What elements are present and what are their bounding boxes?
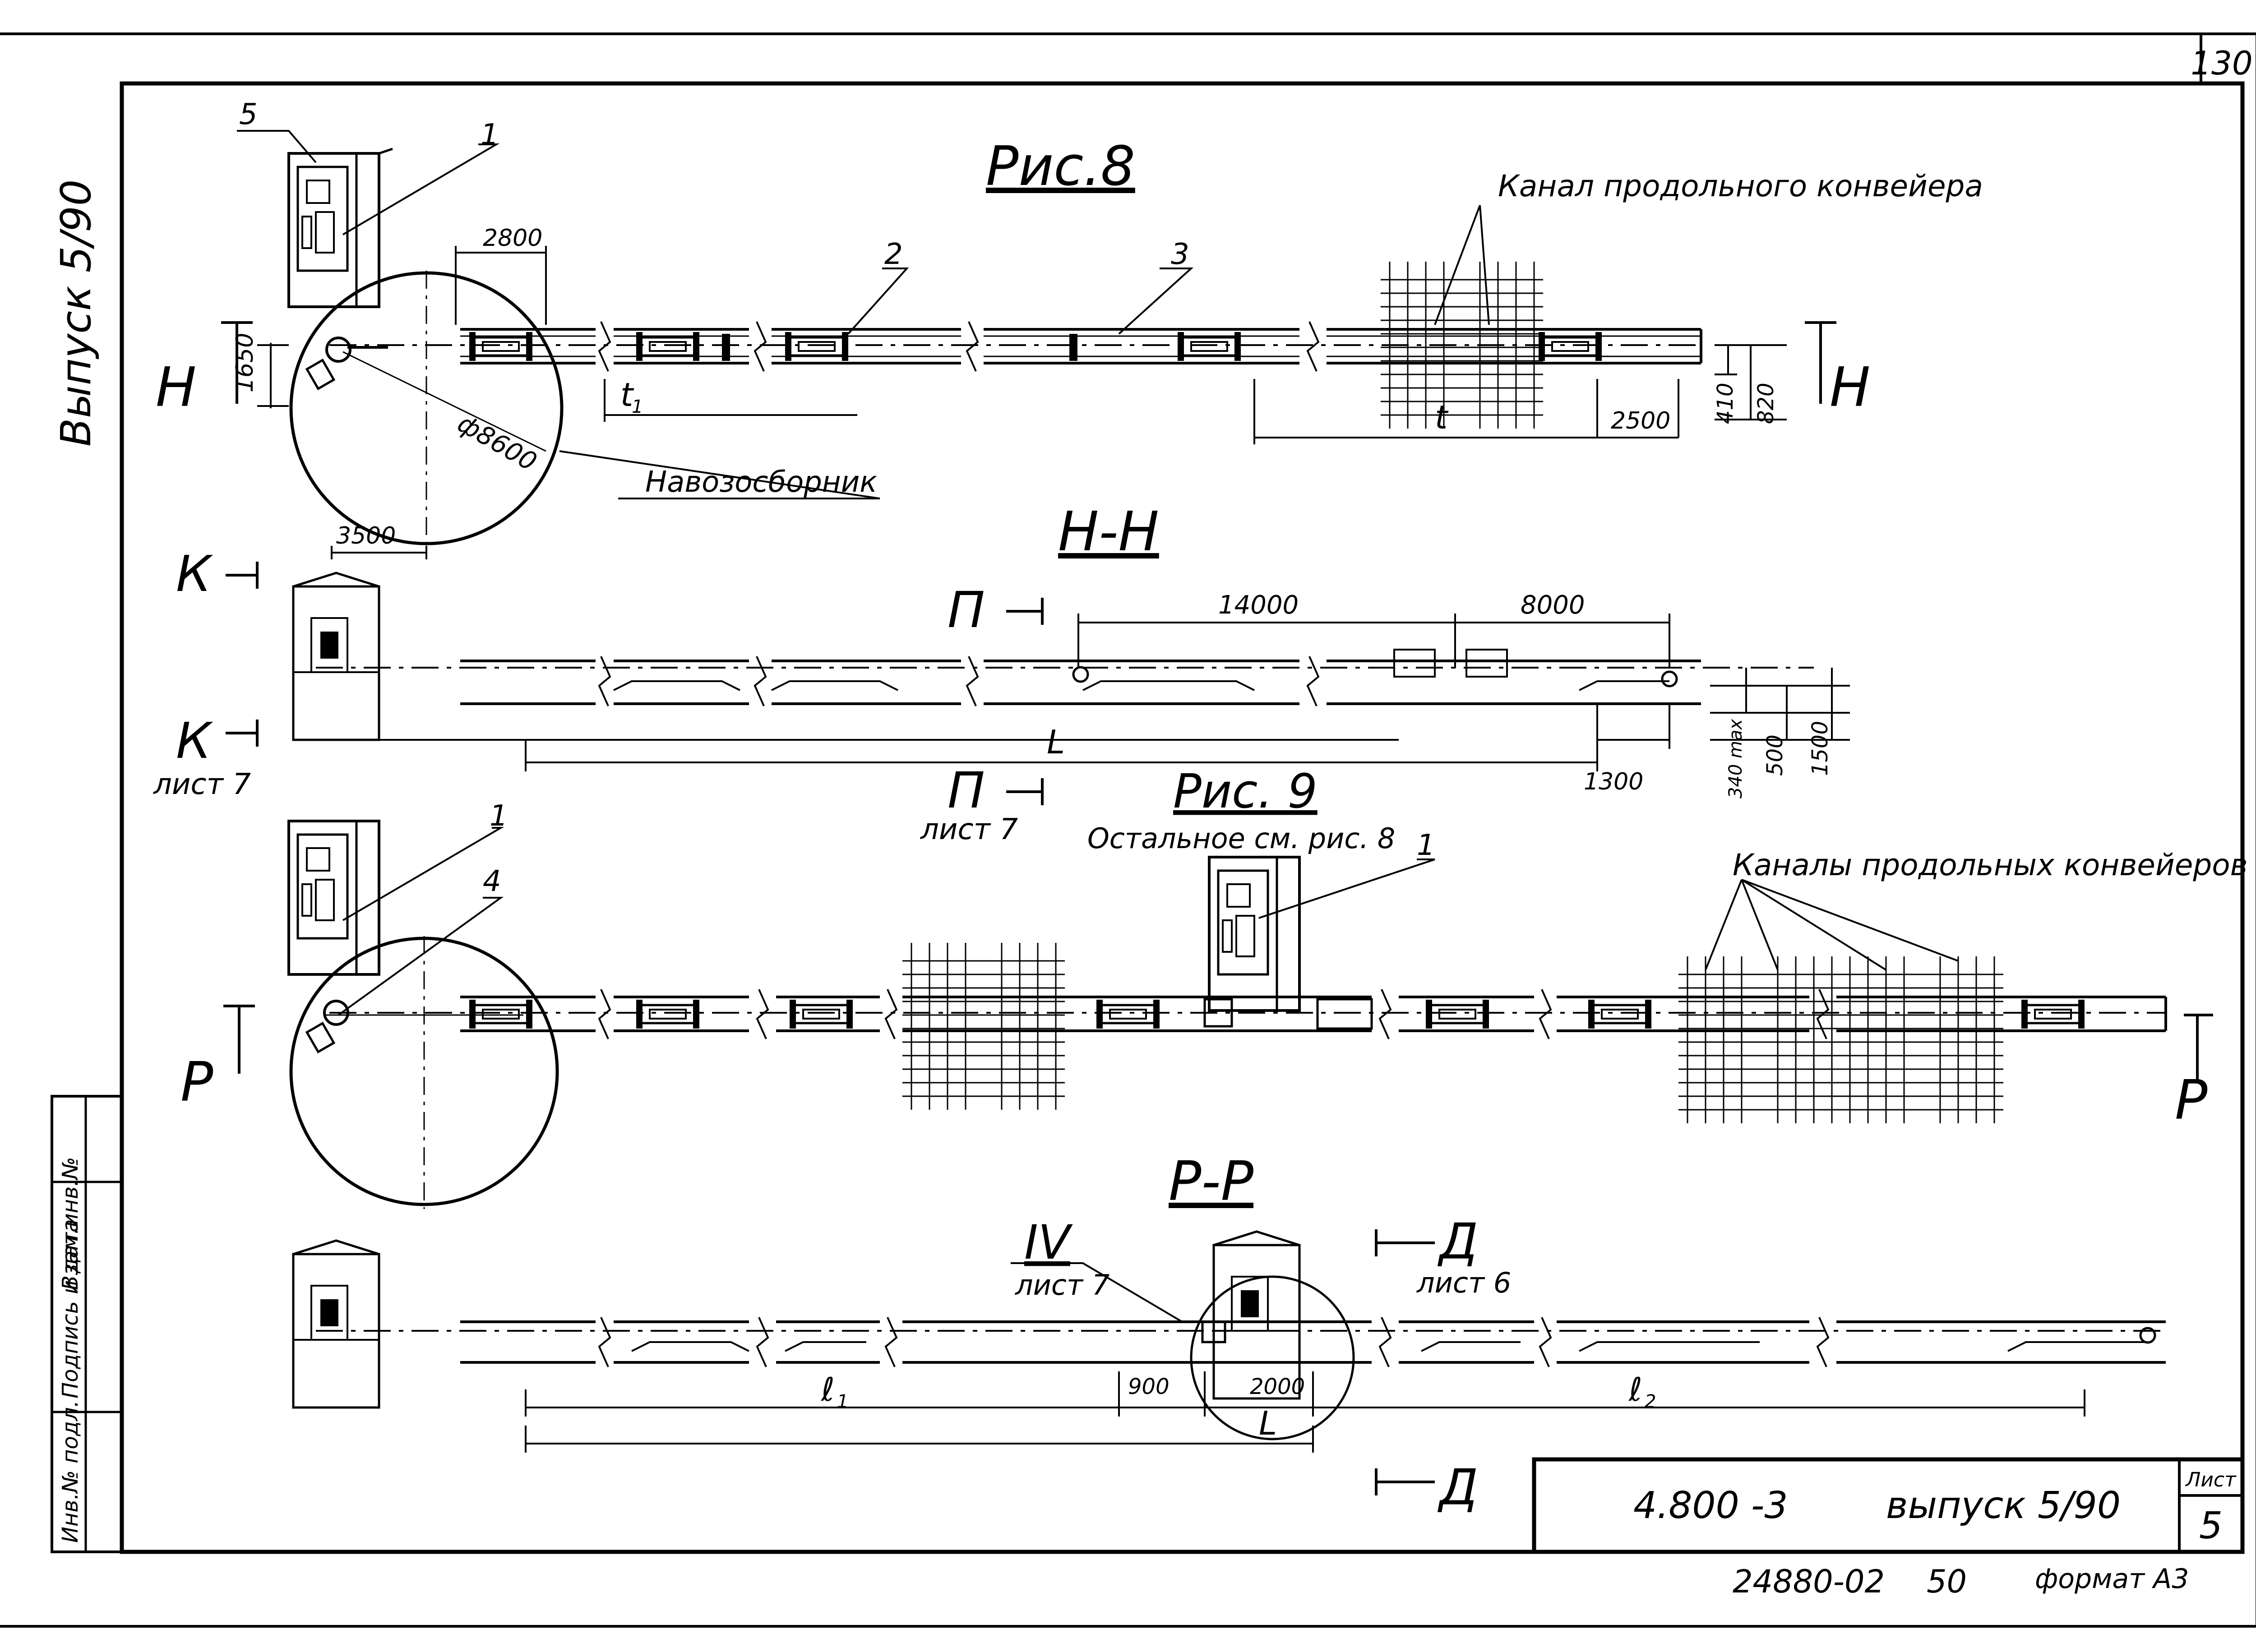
section-hh-cut-p-top: П [948, 581, 985, 639]
section-hh-cut-p-bottom: П [948, 761, 985, 819]
section-hh-dim-L: L [1047, 723, 1065, 761]
fig8-canal-label: Канал продольного конвейера [1498, 169, 1983, 203]
section-pp-title: Р-Р [1169, 1150, 1254, 1213]
title-block [1532, 1457, 2245, 1554]
section-pp-ref-d: лист 6 [1416, 1266, 1511, 1299]
fig9-title: Рис. 9 [1173, 764, 1318, 819]
section-hh-elevation [226, 562, 1850, 805]
fig8-dim-t1-sub: 1 [632, 397, 643, 417]
fig8-dim-3500: 3500 [336, 522, 396, 549]
section-pp-dim-L: L [1259, 1404, 1277, 1442]
stamp-signature-date: Подпись и дата [58, 1219, 83, 1398]
fig9-plan [223, 821, 2213, 1209]
fig8-dim-410: 410 [1713, 383, 1738, 424]
section-pp-cut-d-bottom: Д [1437, 1458, 1478, 1516]
section-pp-cut-d-top: Д [1437, 1213, 1478, 1270]
section-hh-dim-8000: 8000 [1521, 591, 1585, 620]
section-pp-dim-2000: 2000 [1250, 1374, 1305, 1399]
section-pp-detail: IV [1024, 1215, 1073, 1270]
section-pp-dim-l2: ℓ [1628, 1371, 1642, 1408]
fig8-title: Рис.8 [986, 135, 1135, 198]
section-pp-dim-l1: ℓ [820, 1371, 835, 1408]
fig9-section-mark-right: Р [2175, 1069, 2208, 1132]
fig8-dim-820: 820 [1753, 383, 1779, 424]
section-hh-dim-500: 500 [1762, 734, 1788, 776]
fig9-section-mark-left: Р [180, 1051, 213, 1114]
fig8-dim-2500: 2500 [1611, 407, 1670, 434]
title-stamp-number: 24880-02 [1733, 1563, 1885, 1600]
sheet-frame [0, 32, 2256, 1628]
section-pp-dim-900: 900 [1128, 1374, 1170, 1399]
section-hh-ref-k: лист 7 [153, 768, 251, 801]
title-stamp-value: 50 [1927, 1563, 1967, 1600]
fig9-canals-label: Каналы продольных конвейеров [1733, 848, 2248, 882]
fig8-dim-2800: 2800 [483, 225, 542, 252]
section-hh-cut-k-bottom: К [176, 712, 213, 770]
section-hh-dim-340max: 340 max [1725, 719, 1746, 798]
fig8-section-mark-right: Н [1830, 356, 1870, 419]
fig8-dim-1650: 1650 [231, 333, 259, 392]
fig9-callout-4: 4 [483, 865, 501, 898]
section-pp-elevation [293, 1229, 2166, 1495]
section-hh-dim-1500: 1500 [1808, 721, 1833, 776]
fig8-collector-label: Навозосборник [645, 466, 877, 499]
section-hh-cut-k-top: К [176, 545, 213, 603]
fig9-note: Остальное см. рис. 8 [1087, 822, 1395, 855]
section-pp-dim-l1-sub: 1 [837, 1391, 848, 1412]
section-hh-dim-14000: 14000 [1218, 591, 1299, 620]
fig8-section-mark-left: Н [156, 356, 196, 419]
fig8-callout-2: 2 [884, 238, 903, 271]
fig8-callout-5: 5 [239, 98, 258, 131]
fig9-callout-1: 1 [490, 799, 508, 833]
stamp-replace-inv-no: Взам.инв.№ [58, 1157, 83, 1290]
fig8-callout-1: 1 [481, 118, 499, 152]
title-format: формат А3 [2035, 1563, 2189, 1595]
fig8-plan [221, 130, 1836, 559]
stamp-inv-no: Инв.№ подл. [58, 1400, 83, 1543]
series-vertical: Выпуск 5/90 [52, 180, 100, 447]
title-series: выпуск 5/90 [1886, 1484, 2121, 1527]
section-pp-dim-l2-sub: 2 [1645, 1391, 1656, 1412]
fig8-callout-3: 3 [1171, 238, 1189, 271]
title-code: 4.800 -3 [1633, 1484, 1788, 1527]
side-stamp [51, 1095, 123, 1553]
section-pp-detail-ref: лист 7 [1015, 1269, 1110, 1301]
section-hh-title: Н-Н [1058, 501, 1159, 563]
section-hh-ref-p: лист 7 [920, 813, 1018, 846]
title-sheet-number: 5 [2199, 1504, 2223, 1547]
fig8-dim-t1: t [620, 376, 634, 414]
fig9-callout-1b: 1 [1417, 829, 1435, 862]
fig8-dim-t: t [1435, 398, 1449, 436]
title-sheet-label: Лист [2185, 1468, 2237, 1491]
page-number: 130 [2191, 44, 2252, 82]
section-hh-dim-1300: 1300 [1584, 768, 1643, 795]
